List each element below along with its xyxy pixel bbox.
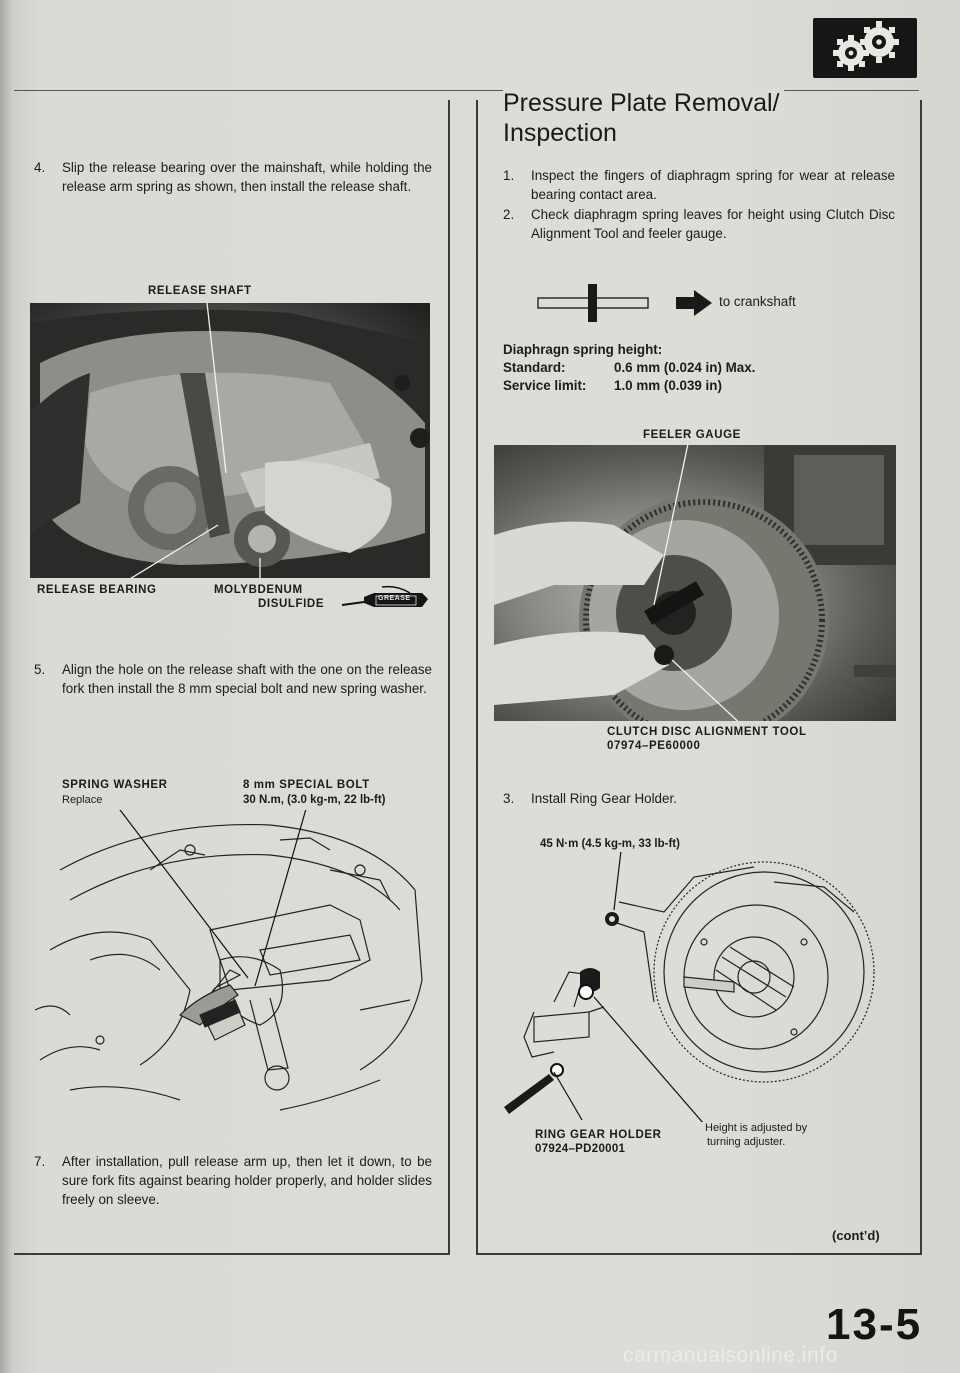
gear-pair-icon bbox=[813, 18, 917, 78]
step-1: 1. Inspect the fingers of diaphragm spri… bbox=[503, 166, 895, 206]
grease-tube-icon: GREASE bbox=[341, 585, 428, 613]
header-rule bbox=[14, 90, 919, 91]
step-number: 5. bbox=[34, 662, 46, 677]
step-7: 7. After installation, pull release arm … bbox=[34, 1152, 432, 1214]
special-bolt-label: 8 mm SPECIAL BOLT bbox=[243, 779, 370, 791]
release-bearing-label: RELEASE BEARING bbox=[37, 584, 157, 596]
step-text: After installation, pull release arm up,… bbox=[62, 1154, 432, 1207]
alignment-tool-label: CLUTCH DISC ALIGNMENT TOOL bbox=[607, 726, 807, 738]
ring-gear-holder-diagram bbox=[504, 852, 875, 1122]
molybdenum-label: MOLYBDENUM bbox=[214, 584, 303, 596]
alignment-tool-sketch bbox=[537, 284, 712, 322]
release-shaft-label: RELEASE SHAFT bbox=[148, 285, 252, 297]
step-number: 2. bbox=[503, 207, 515, 222]
ring-holder-torque-label: 45 N·m (4.5 kg-m, 33 lb-ft) bbox=[540, 838, 680, 850]
spec-heading: Diaphragn spring height: bbox=[503, 342, 663, 357]
step-number: 3. bbox=[503, 791, 515, 806]
right-column-frame bbox=[476, 100, 922, 1255]
step-text: Install Ring Gear Holder. bbox=[531, 791, 677, 806]
release-fork-diagram bbox=[34, 810, 423, 1111]
bolt-torque-label: 30 N.m, (3.0 kg-m, 22 lb-ft) bbox=[243, 794, 386, 806]
step-number: 7. bbox=[34, 1154, 46, 1169]
step-number: 1. bbox=[503, 168, 515, 183]
release-bearing-photo bbox=[30, 303, 430, 578]
section-title-line1: Pressure Plate Removal/ bbox=[503, 88, 784, 118]
page-number: 13-5 bbox=[826, 1300, 923, 1349]
step-5: 5. Align the hole on the release shaft w… bbox=[34, 660, 432, 722]
section-title-line2: Inspection bbox=[503, 119, 617, 147]
step-text: Inspect the fingers of diaphragm spring … bbox=[531, 168, 895, 202]
service-limit-label: Service limit: bbox=[503, 378, 587, 393]
feeler-gauge-photo bbox=[494, 445, 896, 721]
step-number: 4. bbox=[34, 160, 46, 175]
height-note-line2: turning adjuster. bbox=[707, 1136, 786, 1148]
standard-value: 0.6 mm (0.024 in) Max. bbox=[614, 360, 756, 375]
disulfide-label: DISULFIDE bbox=[258, 598, 325, 610]
watermark-text: carmanualsonline.info bbox=[623, 1344, 838, 1367]
ring-gear-holder-number: 07924–PD20001 bbox=[535, 1143, 626, 1155]
step-text: Align the hole on the release shaft with… bbox=[62, 662, 432, 696]
service-limit-value: 1.0 mm (0.039 in) bbox=[614, 378, 722, 393]
replace-label: Replace bbox=[62, 794, 103, 806]
left-column-frame bbox=[14, 100, 450, 1255]
spring-washer-label: SPRING WASHER bbox=[62, 779, 168, 791]
step-4: 4. Slip the release bearing over the mai… bbox=[34, 158, 432, 220]
feeler-gauge-label: FEELER GAUGE bbox=[643, 429, 741, 441]
grease-text: GREASE bbox=[378, 595, 411, 602]
ring-gear-holder-label: RING GEAR HOLDER bbox=[535, 1129, 662, 1141]
alignment-tool-number: 07974–PE60000 bbox=[607, 740, 701, 752]
step-2: 2. Check diaphragm spring leaves for hei… bbox=[503, 205, 895, 245]
standard-label: Standard: bbox=[503, 360, 566, 375]
continued-note: (cont’d) bbox=[832, 1228, 880, 1243]
to-crankshaft-text: to crankshaft bbox=[719, 294, 796, 309]
height-note-line1: Height is adjusted by bbox=[705, 1122, 808, 1134]
step-3: 3. Install Ring Gear Holder. bbox=[503, 789, 895, 811]
step-text: Slip the release bearing over the mainsh… bbox=[62, 160, 432, 194]
step-text: Check diaphragm spring leaves for height… bbox=[531, 207, 895, 241]
